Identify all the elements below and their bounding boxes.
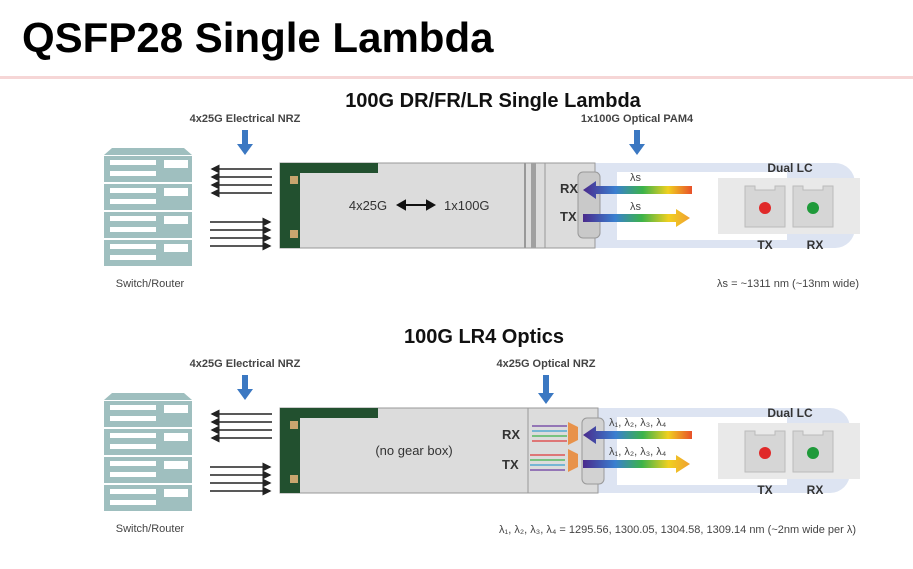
wavelength-note: λs = ~1311 nm (~13nm wide) — [717, 278, 859, 290]
dual-lc-label: Dual LC — [767, 161, 813, 175]
diagram-single-lambda: 100G DR/FR/LR Single Lambda 4x25G Electr… — [104, 90, 861, 290]
optical-label: 4x25G Optical NRZ — [496, 358, 595, 370]
electrical-label: 4x25G Electrical NRZ — [190, 113, 301, 125]
slide-title: QSFP28 Single Lambda — [22, 14, 494, 61]
rx-label: RX — [502, 427, 520, 442]
dual-lc-label: Dual LC — [767, 406, 813, 420]
module-output-label: 1x100G — [444, 198, 490, 213]
diagram-subtitle: 100G DR/FR/LR Single Lambda — [345, 90, 641, 112]
diagram-lr4: 100G LR4 Optics 4x25G Electrical NRZ Swi… — [104, 326, 861, 536]
rx-wave-arrow — [583, 426, 692, 444]
tx-wave-arrow — [583, 455, 690, 473]
rx-label: RX — [560, 181, 578, 196]
qsfp-module — [279, 407, 605, 494]
title-divider — [0, 76, 913, 79]
optical-label: 1x100G Optical PAM4 — [581, 113, 694, 125]
switch-label: Switch/Router — [116, 278, 185, 290]
rx-wavelength-label: λs — [630, 172, 642, 184]
diagram-subtitle: 100G LR4 Optics — [404, 326, 564, 348]
switch-router-icon — [104, 148, 272, 266]
down-arrow-icon — [237, 130, 253, 155]
electrical-label: 4x25G Electrical NRZ — [190, 358, 301, 370]
tx-label: TX — [560, 209, 577, 224]
qsfp-module — [279, 162, 601, 249]
lc-tx-label: TX — [757, 483, 772, 497]
switch-label: Switch/Router — [116, 523, 185, 535]
lc-tx-label: TX — [757, 238, 772, 252]
mux-icon — [568, 449, 578, 472]
demux-icon — [568, 422, 578, 445]
tx-wave-arrow — [583, 209, 690, 227]
down-arrow-icon — [629, 130, 645, 155]
dual-lc-connector-icon — [717, 177, 861, 235]
tx-label: TX — [502, 457, 519, 472]
rx-wavelength-label: λ₁, λ₂, λ₃, λ₄ — [609, 417, 667, 429]
tx-wavelength-label: λs — [630, 201, 642, 213]
rx-wave-arrow — [583, 181, 692, 199]
lc-rx-label: RX — [807, 483, 824, 497]
lc-rx-label: RX — [807, 238, 824, 252]
switch-router-icon — [104, 393, 272, 511]
tx-wavelength-label: λ₁, λ₂, λ₃, λ₄ — [609, 446, 667, 458]
bidirectional-arrow-icon — [395, 199, 437, 211]
module-label: (no gear box) — [375, 443, 452, 458]
down-arrow-icon — [538, 375, 554, 404]
wavelength-note: λ₁, λ₂, λ₃, λ₄ = 1295.56, 1300.05, 1304.… — [499, 524, 856, 536]
down-arrow-icon — [237, 375, 253, 400]
dual-lc-connector-icon — [717, 422, 861, 480]
module-lanes-label: 4x25G — [349, 198, 387, 213]
